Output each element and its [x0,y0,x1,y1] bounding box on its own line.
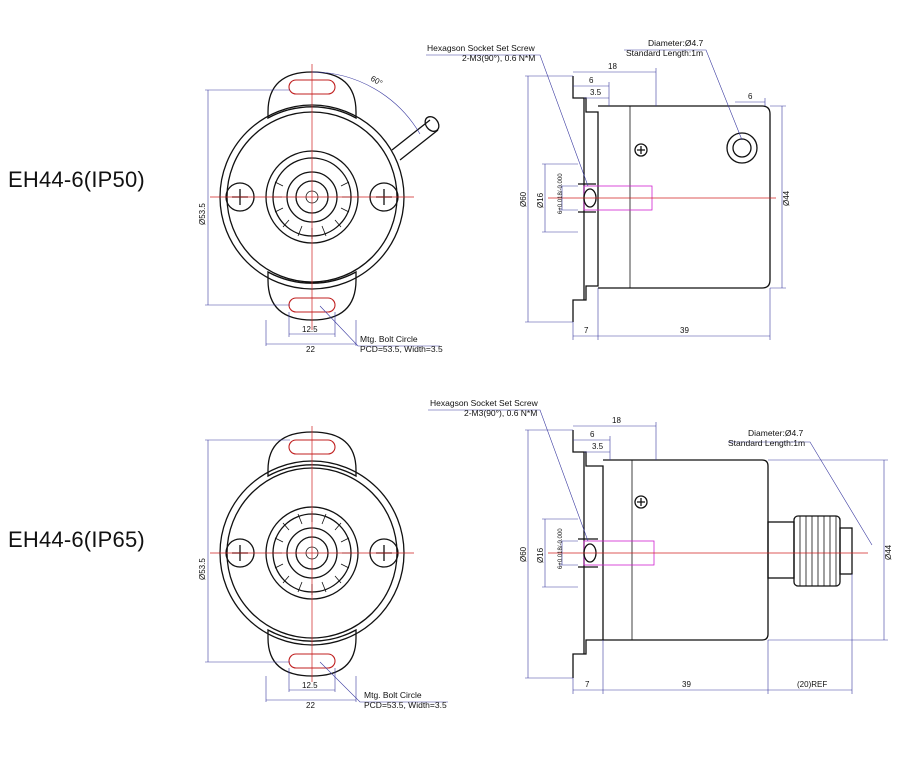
ip65-top-3-5: 3.5 [592,442,604,451]
ip65-bore: 6+0.018/-0.000 [558,528,564,569]
ip50-bottom-7: 7 [584,326,589,335]
ip50-dia-44: Ø44 [782,190,791,206]
ip50-cable-line1: Diameter:Ø4.7 [648,38,704,48]
ip50-dia-16: Ø16 [536,192,545,208]
ip65-set-screw-line1: Hexagson Socket Set Screw [430,398,539,408]
ip65-cable-line2: Standard Length:1m [728,438,805,448]
ip50-bolt-circle-line2: PCD=53.5, Width=3.5 [360,344,443,354]
ip65-top-6: 6 [590,430,595,439]
ip50-slot-outer-label: 22 [306,345,315,354]
ip50-side-view: 18 6 3.5 6 Ø60 Ø16 6+0.018/-0.000 Ø44 7 … [426,38,791,340]
ip65-dia-60: Ø60 [519,546,528,562]
ip65-bolt-circle-line1: Mtg. Bolt Circle [364,690,422,700]
model-label-ip50: EH44-6(IP50) [8,167,145,192]
ip65-top-18: 18 [612,416,621,425]
ip65-slot-inner-label: 12.5 [302,681,318,690]
ip50-angle-label: 60° [369,74,384,88]
ip65-set-screw-line2: 2-M3(90°), 0.6 N*M [464,408,537,418]
ip65-bolt-circle-line2: PCD=53.5, Width=3.5 [364,700,447,710]
ip50-pcd-label: Ø53.5 [198,203,207,225]
ip50-set-screw-line1: Hexagson Socket Set Screw [427,43,536,53]
ip50-top-18: 18 [608,62,617,71]
ip65-slot-outer-label: 22 [306,701,315,710]
ip50-cable-6: 6 [748,92,753,101]
ip65-pcd-label: Ø53.5 [198,558,207,580]
ip50-bottom-39: 39 [680,326,689,335]
ip50-slot-inner-label: 12.5 [302,325,318,334]
ip50-dia-60: Ø60 [519,191,528,207]
ip50-front-view: 60° Ø53.5 12.5 22 Mtg. Bolt Circle PCD=5… [198,64,443,354]
ip50-bore: 6+0.018/-0.000 [558,173,564,214]
ip50-top-3-5: 3.5 [590,88,602,97]
ip65-side-view: 18 6 3.5 Ø60 Ø16 6+0.018/-0.000 Ø44 7 39… [428,398,893,694]
ip50-top-6: 6 [589,76,594,85]
ip65-bottom-7: 7 [585,680,590,689]
ip65-dia-44: Ø44 [884,544,893,560]
model-label-ip65: EH44-6(IP65) [8,527,145,552]
ip65-bottom-39: 39 [682,680,691,689]
ip65-cable-line1: Diameter:Ø4.7 [748,428,804,438]
ip50-bolt-circle-line1: Mtg. Bolt Circle [360,334,418,344]
ip65-front-view: Ø53.5 12.5 22 Mtg. Bolt Circle PCD=53.5,… [198,426,448,710]
ip50-cable-line2: Standard Length:1m [626,48,703,58]
ip50-set-screw-line2: 2-M3(90°), 0.6 N*M [462,53,535,63]
ip65-bottom-ref: (20)REF [797,680,827,689]
ip65-dia-16: Ø16 [536,547,545,563]
